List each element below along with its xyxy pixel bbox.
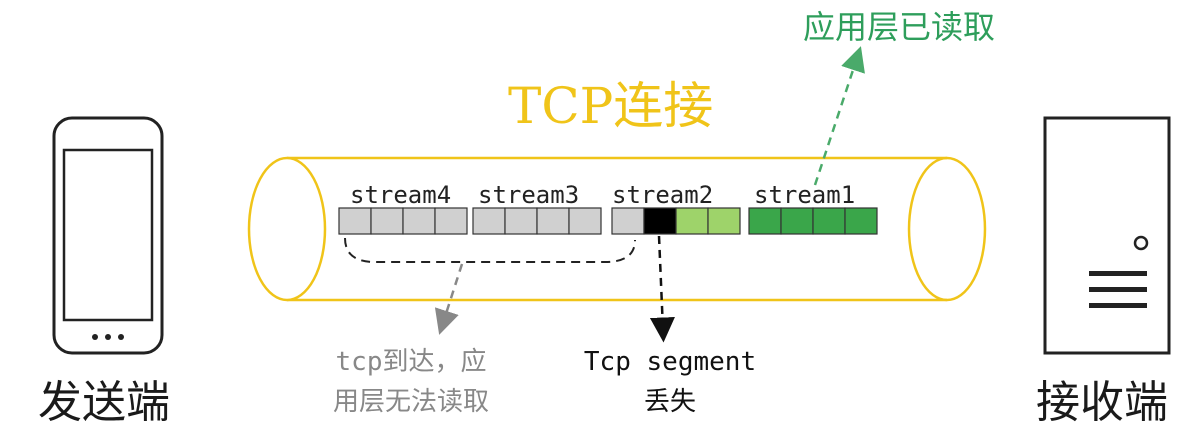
lost-note: Tcp segment 丢失 [560, 342, 780, 422]
stream2-segment-4-partial [707, 207, 741, 235]
stream4-segment-1-received [338, 207, 372, 235]
app-read-arrow [813, 46, 865, 186]
stream3-label: stream3 [478, 181, 580, 209]
stream1-segments [748, 207, 878, 235]
stream3-segment-4-received [568, 207, 602, 235]
pipe-title: TCP连接 [508, 77, 714, 135]
phone-icon [52, 116, 164, 355]
blocked-arrow [434, 263, 464, 335]
stream1-segment-3-read [812, 207, 846, 235]
app-read-label: 应用层已读取 [803, 8, 996, 46]
blocked-note-line2: 用层无法读取 [332, 387, 489, 417]
stream1-label: stream1 [754, 181, 856, 209]
stream2-segment-3-partial [675, 207, 709, 235]
stream4-segments [338, 207, 468, 235]
stream2-segment-1-received [611, 207, 645, 235]
stream1-segment-2-read [780, 207, 814, 235]
lost-note-line2: 丢失 [643, 387, 696, 417]
blocked-note: tcp到达，应 用层无法读取 [296, 342, 526, 422]
stream3-segment-3-received [536, 207, 570, 235]
stream4-segment-2-received [370, 207, 404, 235]
lost-note-line1: Tcp segment [583, 347, 757, 377]
stream3-segment-2-received [504, 207, 538, 235]
stream3-segments [472, 207, 602, 235]
stream1-segment-4-read [844, 207, 878, 235]
sender-label: 发送端 [38, 377, 170, 428]
tcp-pipe [247, 156, 987, 302]
stream2-label: stream2 [612, 181, 714, 209]
stream4-segment-3-received [402, 207, 436, 235]
stream4-segment-4-received [434, 207, 468, 235]
blocked-note-line1: tcp到达，应 [335, 347, 487, 377]
stream1-segment-1-read [748, 207, 782, 235]
stream3-segment-1-received [472, 207, 506, 235]
blocked-bracket [344, 237, 636, 263]
receiver-label: 接收端 [1036, 377, 1168, 428]
stream2-segment-2-lost [643, 207, 677, 235]
lost-arrow [649, 235, 675, 343]
stream4-label: stream4 [350, 181, 452, 209]
server-icon [1043, 116, 1171, 355]
stream2-segments [611, 207, 741, 235]
